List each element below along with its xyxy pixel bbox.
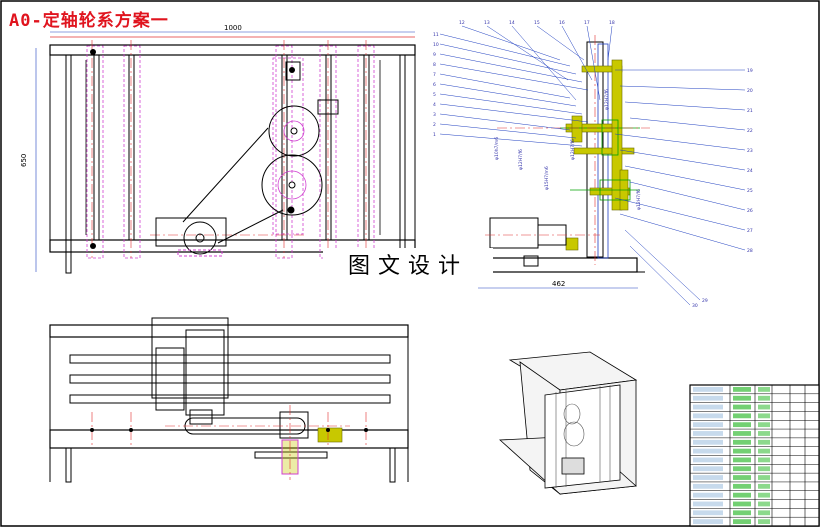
dim-width: 1000: [224, 24, 242, 32]
bom-cell: [693, 510, 723, 516]
balloon-label: 4: [433, 102, 436, 108]
fit-label: φ12H7/f6: [518, 149, 524, 170]
bom-cell: [758, 492, 770, 498]
bom-cell: [693, 422, 723, 428]
balloon-label: 14: [509, 20, 515, 26]
balloon-label: 23: [747, 148, 753, 154]
bom-cell: [758, 483, 770, 489]
bom-cell: [733, 466, 751, 472]
bom-cell: [693, 404, 723, 410]
bom-cell: [758, 395, 770, 401]
balloon-label: 27: [747, 228, 753, 234]
balloon-label: 9: [433, 52, 436, 58]
bom-cell: [758, 466, 770, 472]
balloon-label: 16: [559, 20, 565, 26]
balloon-label: 19: [747, 68, 753, 74]
bom-cell: [693, 431, 723, 436]
front-view: 1000 650: [20, 24, 416, 274]
fit-label: φ12H7/f6: [604, 89, 610, 110]
fit-label: φ10h7/m6: [494, 137, 500, 160]
balloon-label: 24: [747, 168, 753, 174]
bom-cell: [758, 457, 770, 463]
bom-cell: [733, 422, 751, 428]
bom-cell: [758, 448, 770, 454]
isometric-view: [499, 351, 638, 495]
bom-cell: [693, 492, 723, 498]
balloon-label: 25: [747, 188, 753, 194]
bom-cell: [733, 519, 751, 524]
bom-cell: [733, 510, 751, 516]
bom-cell: [758, 404, 770, 410]
watermark-text: 图文设计: [323, 248, 493, 280]
bom-cell: [693, 475, 723, 480]
bom-cell: [733, 413, 751, 419]
balloon-label: 13: [484, 20, 490, 26]
bom-cell: [758, 475, 770, 480]
bom-cell: [758, 501, 770, 507]
bom-cell: [733, 404, 751, 410]
balloon-label: 20: [747, 88, 753, 94]
balloon-label: 7: [433, 72, 436, 78]
drawing-title: A0-定轴轮系方案一: [9, 11, 169, 31]
bom-cell: [733, 457, 751, 463]
balloon-label: 26: [747, 208, 753, 214]
balloon-label: 8: [433, 62, 436, 68]
bom-cell: [693, 387, 723, 392]
balloon-label: 11: [433, 32, 439, 38]
balloon-label: 6: [433, 82, 436, 88]
bom-cell: [733, 395, 751, 401]
bom-cell: [758, 439, 770, 445]
bom-cell: [693, 466, 723, 472]
balloon-label: 5: [433, 92, 436, 98]
bom-cell: [733, 448, 751, 454]
balloon-label: 22: [747, 128, 753, 134]
balloon-label: 17: [584, 20, 590, 26]
fit-label: φ12H7/f6: [570, 139, 576, 160]
bom-table: [689, 384, 820, 527]
dim-height: 650: [20, 154, 28, 167]
bom-cell: [758, 422, 770, 428]
bom-cell: [758, 510, 770, 516]
balloon-label: 28: [747, 248, 753, 254]
top-view: [49, 317, 409, 483]
bom-cell: [733, 483, 751, 489]
bom-cell: [733, 475, 751, 480]
bom-cell: [693, 483, 723, 489]
balloon-label: 18: [609, 20, 615, 26]
balloon-label: 29: [702, 298, 708, 304]
side-view: 462: [470, 35, 650, 289]
balloon-label: 30: [692, 303, 698, 309]
bom-cell: [758, 413, 770, 419]
bom-cell: [758, 387, 770, 392]
balloon-label: 3: [433, 112, 436, 118]
fit-label: φ12H7/f6: [636, 189, 642, 210]
bom-cell: [758, 519, 770, 524]
bom-cell: [693, 395, 723, 401]
bom-cell: [693, 413, 723, 419]
bom-cell: [733, 431, 751, 436]
fit-label: φ15H7/m6: [544, 166, 550, 190]
dim-side: 462: [552, 280, 565, 288]
bom-cell: [693, 448, 723, 454]
balloon-label: 21: [747, 108, 753, 114]
bom-cell: [693, 439, 723, 445]
balloon-label: 10: [433, 42, 439, 48]
balloon-label: 2: [433, 122, 436, 128]
bom-cell: [693, 457, 723, 463]
bom-cell: [733, 387, 751, 392]
balloon-label: 15: [534, 20, 540, 26]
balloon-label: 12: [459, 20, 465, 26]
bom-cell: [733, 501, 751, 507]
bom-cell: [693, 519, 723, 524]
bom-cell: [733, 492, 751, 498]
bom-cell: [693, 501, 723, 507]
bom-cell: [733, 439, 751, 445]
bom-cell: [758, 431, 770, 436]
balloon-label: 1: [433, 132, 436, 138]
